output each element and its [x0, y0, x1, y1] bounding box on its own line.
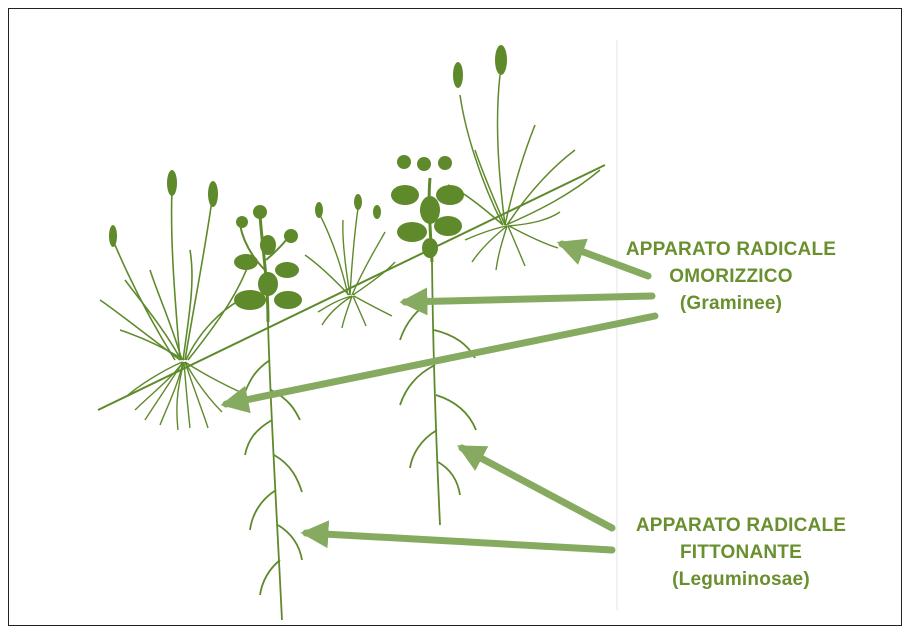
grass-plant-right [448, 75, 600, 225]
arrow-fittonante-left [306, 533, 612, 550]
label-fittonante: APPARATO RADICALE FITTONANTE (Leguminosa… [616, 512, 866, 593]
label-fittonante-line2: FITTONANTE [616, 539, 866, 566]
fibrous-roots-right [465, 212, 560, 270]
legume-plant-right [391, 155, 476, 525]
label-fittonante-line1: APPARATO RADICALE [616, 512, 866, 539]
grass-plant-left [100, 190, 250, 360]
label-omorizzico: APPARATO RADICALE OMORIZZICO (Graminee) [606, 236, 856, 317]
fibrous-roots-middle [318, 296, 392, 328]
label-omorizzico-line1: APPARATO RADICALE [606, 236, 856, 263]
fibrous-roots-left [128, 362, 240, 430]
label-omorizzico-line2: OMORIZZICO [606, 263, 856, 290]
legume-plant-left [234, 205, 302, 620]
arrow-omorizzico-left [226, 316, 655, 404]
label-fittonante-line3: (Leguminosae) [616, 566, 866, 593]
grass-spikes-middle [315, 194, 381, 219]
grass-plant-middle [305, 208, 395, 295]
grass-spikes-left [109, 170, 218, 247]
arrow-fittonante-right [462, 448, 612, 528]
label-omorizzico-line3: (Graminee) [606, 290, 856, 317]
